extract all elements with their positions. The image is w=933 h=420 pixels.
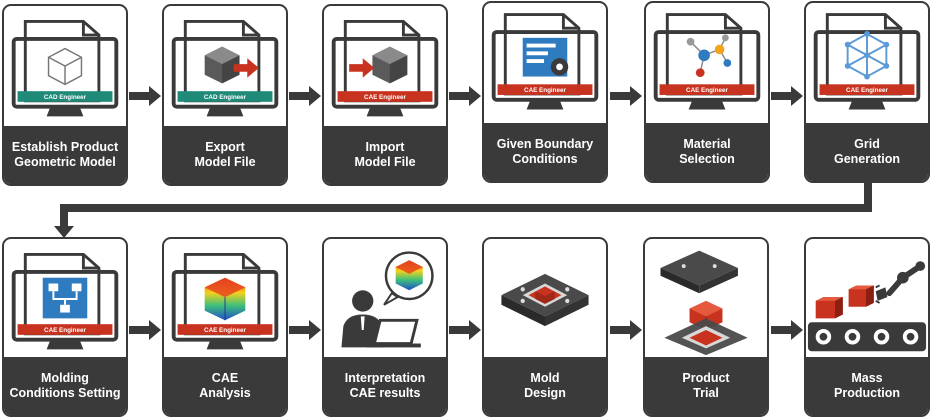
svg-text:CAE Engineer: CAE Engineer — [686, 87, 728, 94]
computer-molecule-icon: CAE Engineer — [653, 13, 761, 110]
computer-flowchart-icon: CAE Engineer — [11, 253, 119, 350]
step-label-line2: Design — [524, 386, 566, 400]
step-label-line1: Mass — [851, 371, 883, 385]
step-label-line2: Trial — [693, 386, 719, 400]
step-label-line1: Interpretation — [344, 371, 426, 385]
step-label-line2: CAE results — [349, 386, 421, 400]
step-label-line1: Mold — [530, 371, 560, 385]
step-label-line2: Conditions — [512, 152, 578, 166]
svg-text:CAE Engineer: CAE Engineer — [364, 94, 406, 101]
flow-arrow — [129, 86, 161, 106]
mold-block-icon — [501, 273, 589, 327]
flow-arrow — [289, 86, 321, 106]
person-reviewing-results-icon — [341, 251, 434, 348]
flow-arrow — [771, 86, 803, 106]
step-label-line2: Selection — [679, 152, 735, 166]
flow-arrow — [610, 86, 642, 106]
step-label-line1: Material — [683, 137, 731, 151]
step-label-line1: Grid — [854, 137, 880, 151]
svg-text:CAE Engineer: CAE Engineer — [524, 87, 566, 94]
flow-arrow — [129, 320, 161, 340]
svg-text:CAD Engineer: CAD Engineer — [204, 94, 247, 101]
flow-arrow — [771, 320, 803, 340]
step-label-line1: Establish Product — [11, 140, 119, 154]
opened-mold-with-part-icon — [660, 250, 748, 356]
step-label-line2: Geometric Model — [14, 155, 116, 169]
step-label-line1: Import — [365, 140, 405, 154]
conveyor-robot-arm-icon — [807, 261, 927, 352]
flow-arrow — [449, 320, 481, 340]
svg-text:CAE Engineer: CAE Engineer — [204, 327, 246, 334]
step-label-line2: Generation — [834, 152, 900, 166]
step-label-line2: Production — [834, 386, 900, 400]
computer-export-cube-icon: CAD Engineer — [171, 20, 279, 117]
svg-text:CAE Engineer: CAE Engineer — [846, 87, 888, 94]
flow-arrow — [449, 86, 481, 106]
computer-settings-document-icon: CAE Engineer — [491, 13, 599, 110]
computer-cube-icon: CAD Engineer — [11, 20, 119, 117]
svg-text:CAE Engineer: CAE Engineer — [44, 327, 86, 334]
computer-heatmap-cube-icon: CAE Engineer — [171, 253, 279, 350]
step-label-line1: Given Boundary — [496, 137, 594, 151]
svg-text:CAD Engineer: CAD Engineer — [44, 94, 87, 101]
step-label-line1: Molding — [41, 371, 89, 385]
step-label-line1: Export — [205, 140, 245, 154]
step-label-line2: Model File — [194, 155, 256, 169]
flow-arrow — [610, 320, 642, 340]
step-label-line2: Model File — [354, 155, 416, 169]
step-label-line1: CAE — [211, 371, 239, 385]
flow-arrow — [289, 320, 321, 340]
step-label-line1: Product — [682, 371, 730, 385]
computer-mesh-icon: CAE Engineer — [813, 13, 921, 110]
step-label-line2: Analysis — [199, 386, 251, 400]
computer-import-cube-icon: CAE Engineer — [331, 20, 439, 117]
step-label-line2: Conditions Setting — [9, 386, 121, 400]
